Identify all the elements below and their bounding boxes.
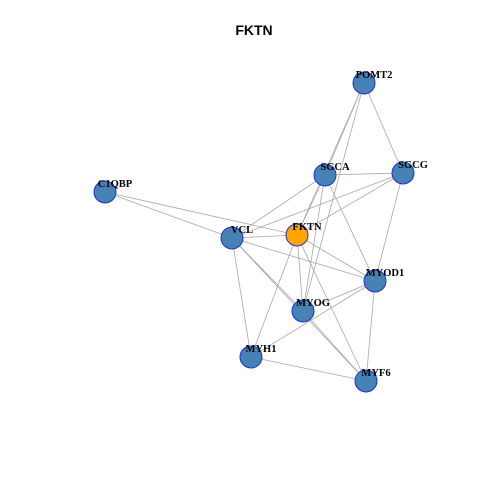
node-label-vcl: VCL [231,225,253,236]
edge-fktn-myh1 [250,234,298,358]
node-layer [93,71,415,393]
node-sgca[interactable] [313,163,337,187]
node-label-c1qbp: C1QBP [98,179,133,190]
node-label-sgca: SGCA [320,162,350,173]
node-label-sgcg: SGCG [398,160,428,171]
edge-sgca-sgcg [324,172,404,176]
edge-sgcg-fktn [296,172,404,236]
edge-fktn-myog [296,234,304,312]
edge-sgca-myog [302,174,326,312]
node-label-myf6: MYF6 [361,368,390,379]
edge-vcl-myh1 [231,237,252,358]
edge-pomt2-sgcg [363,82,404,174]
edge-layer [104,82,404,382]
edge-myh1-myf6 [250,356,367,382]
edge-sgcg-myod1 [374,172,404,282]
edge-c1qbp-fktn [104,191,298,236]
edge-vcl-myod1 [231,237,376,282]
edge-c1qbp-vcl [104,191,233,239]
edge-myod1-myf6 [365,280,376,382]
node-myog[interactable] [291,299,315,323]
edge-pomt2-myog [302,82,365,312]
edge-myod1-myog [302,280,376,312]
node-myh1[interactable] [239,345,263,369]
node-label-myog: MYOG [296,298,330,309]
node-myf6[interactable] [354,369,378,393]
edge-myod1-myh1 [250,280,376,358]
node-label-fktn: FKTN [292,222,322,233]
graph-title: FKTN [235,22,272,38]
node-label-pomt2: POMT2 [356,70,393,81]
edge-sgca-vcl [231,174,326,239]
edge-sgca-myod1 [324,174,376,282]
edge-fktn-myod1 [296,234,376,282]
node-fktn[interactable] [285,223,309,247]
node-label-myod1: MYOD1 [366,268,405,279]
node-myod1[interactable] [363,269,387,293]
node-sgcg[interactable] [391,161,415,185]
edge-myog-myf6 [302,310,367,382]
node-vcl[interactable] [220,226,244,250]
edge-pomt2-fktn [296,82,365,236]
node-label-myh1: MYH1 [246,344,277,355]
node-c1qbp[interactable] [93,180,117,204]
node-pomt2[interactable] [352,71,376,95]
